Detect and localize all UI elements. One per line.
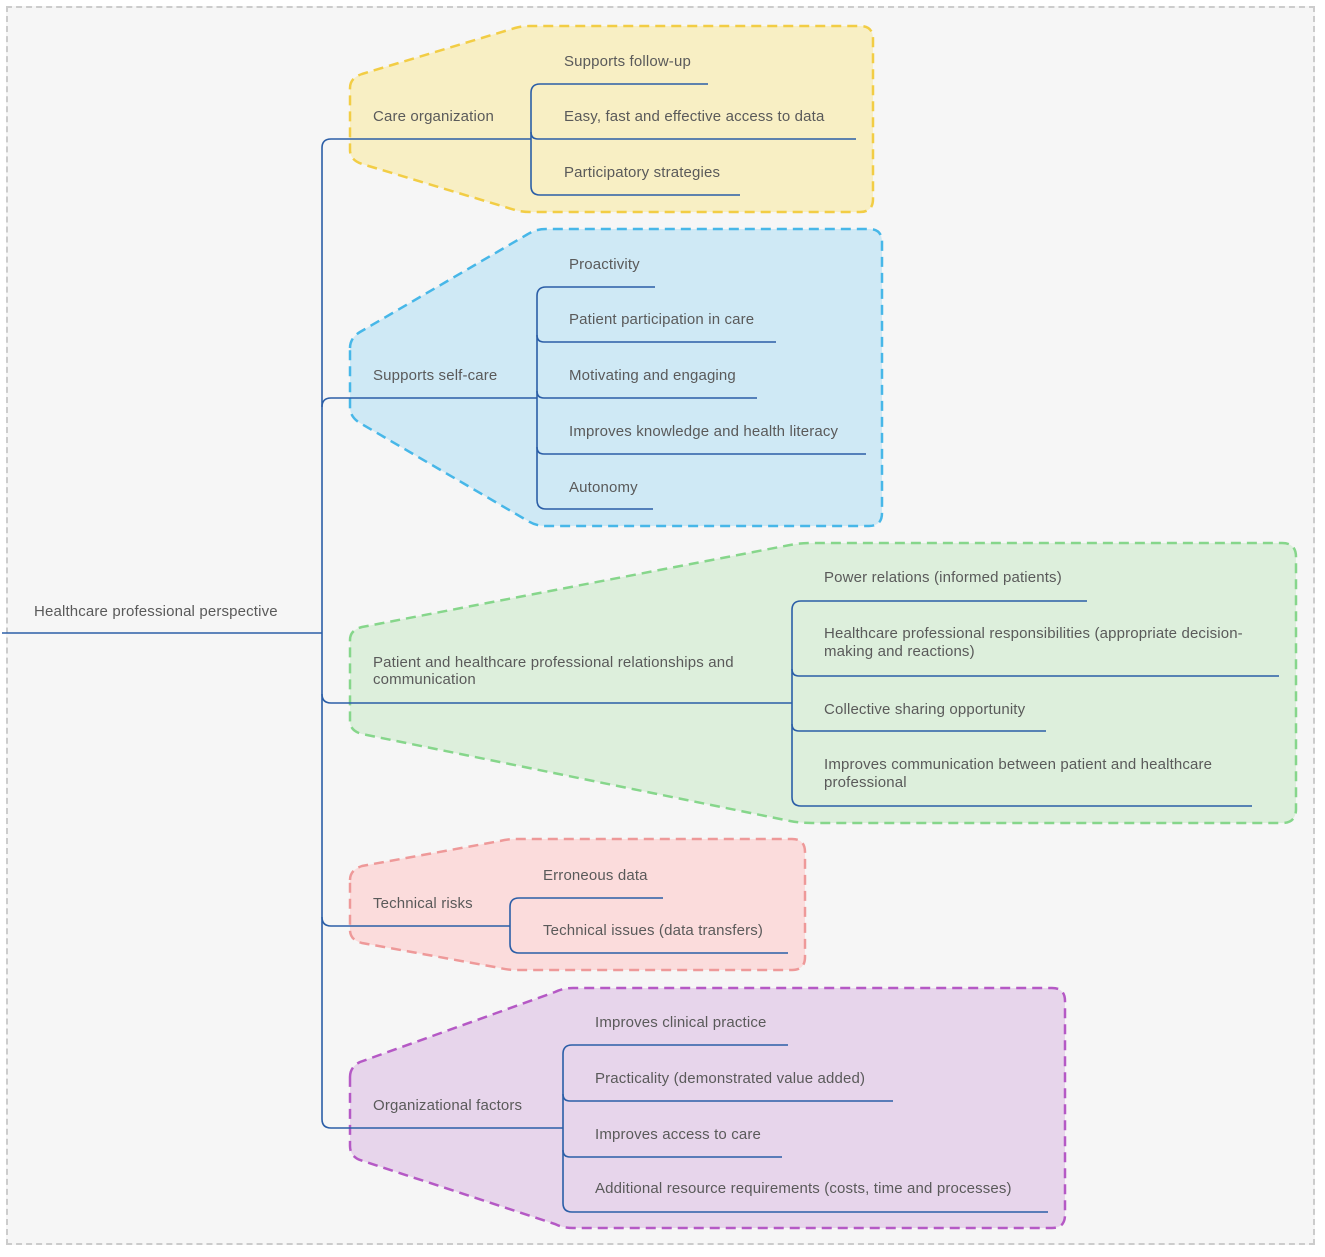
leaf-label-power-relations: Power relations (informed patients) xyxy=(824,569,1062,586)
leaf-label-access-to-data: Easy, fast and effective access to data xyxy=(564,108,825,125)
leaf-label-collective-sharing: Collective sharing opportunity xyxy=(824,701,1026,718)
leaf-line-relationships-communication-0 xyxy=(791,600,1087,611)
leaf-label-clinical-practice: Improves clinical practice xyxy=(595,1014,767,1031)
leaf-line-supports-self-care-1 xyxy=(536,334,776,343)
leaf-line-supports-self-care-4 xyxy=(536,499,653,510)
leaf-line-relationships-communication-2 xyxy=(791,723,1046,732)
leaf-line-care-organization-1 xyxy=(530,131,856,140)
leaf-label-supports-follow-up: Supports follow-up xyxy=(564,53,691,70)
leaf-line-supports-self-care-0 xyxy=(536,286,655,297)
leaf-label-improves-communication: Improves communication between patient a… xyxy=(824,756,1213,791)
group-shape-care-organization xyxy=(348,24,875,214)
leaf-label-erroneous-data: Erroneous data xyxy=(543,867,648,884)
leaf-label-technical-issues: Technical issues (data transfers) xyxy=(543,922,764,939)
leaf-line-organizational-factors-0 xyxy=(562,1044,788,1055)
leaf-line-technical-risks-1 xyxy=(509,943,788,954)
leaf-line-organizational-factors-1 xyxy=(562,1093,893,1102)
leaf-line-technical-risks-0 xyxy=(509,897,663,908)
group-shape-organizational-factors xyxy=(348,986,1067,1230)
leaf-label-health-literacy: Improves knowledge and health literacy xyxy=(569,423,839,440)
leaf-line-supports-self-care-3 xyxy=(536,446,866,455)
branch-label-care-organization: Care organization xyxy=(373,108,494,125)
leaf-label-participatory-strategies: Participatory strategies xyxy=(564,164,721,181)
leaf-label-proactivity: Proactivity xyxy=(569,256,640,273)
trunk-stub-technical xyxy=(321,916,350,927)
leaf-label-additional-resources: Additional resource requirements (costs,… xyxy=(595,1180,1012,1197)
leaf-label-professional-responsibilities: Healthcare professional responsibilities… xyxy=(824,625,1243,660)
group-shape-supports-self-care xyxy=(348,227,884,528)
leaf-line-relationships-communication-3 xyxy=(791,796,1252,807)
leaf-label-access-to-care: Improves access to care xyxy=(595,1126,762,1143)
branch-label-organizational-factors: Organizational factors xyxy=(373,1097,523,1114)
leaf-line-organizational-factors-2 xyxy=(562,1149,782,1158)
trunk-connector xyxy=(321,138,350,1129)
root-node-label: Healthcare professional perspective xyxy=(34,603,278,620)
leaf-label-practicality: Practicality (demonstrated value added) xyxy=(595,1070,866,1087)
leaf-label-motivating-engaging: Motivating and engaging xyxy=(569,367,736,384)
leaf-label-patient-participation: Patient participation in care xyxy=(569,311,755,328)
group-shape-technical-risks xyxy=(348,837,807,972)
trunk-stub-relationships xyxy=(321,693,350,704)
leaf-label-autonomy: Autonomy xyxy=(569,479,638,496)
branch-label-supports-self-care: Supports self-care xyxy=(373,367,498,384)
group-shape-relationships-communication xyxy=(348,541,1298,825)
leaf-line-care-organization-2 xyxy=(530,185,740,196)
branch-label-technical-risks: Technical risks xyxy=(373,895,473,912)
leaf-line-relationships-communication-1 xyxy=(791,668,1279,677)
trunk-stub-self-care xyxy=(321,397,350,408)
leaf-line-supports-self-care-2 xyxy=(536,390,757,399)
leaf-line-care-organization-0 xyxy=(530,83,708,94)
connector-lines xyxy=(2,83,1279,1213)
branch-label-relationships-communication: Patient and healthcare professional rela… xyxy=(373,654,734,688)
leaf-line-organizational-factors-3 xyxy=(562,1202,1048,1213)
